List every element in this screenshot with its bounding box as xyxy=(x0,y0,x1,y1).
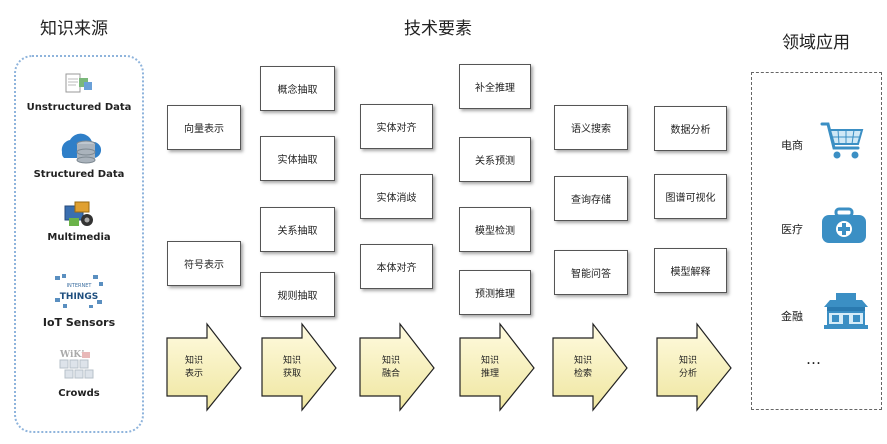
medical-bag-icon xyxy=(822,207,866,243)
item-box: 向量表示 xyxy=(167,105,241,150)
stage-arrow xyxy=(261,322,337,412)
app-label: 医疗 xyxy=(781,223,803,236)
document-icon xyxy=(65,73,92,93)
source-label: Structured Data xyxy=(33,169,125,180)
database-icon xyxy=(61,133,102,164)
stage-label: 知识 获取 xyxy=(282,356,301,379)
iot-icon: INTERNET THINGS xyxy=(55,274,103,308)
item-box: 符号表示 xyxy=(167,241,241,286)
item-box: 模型解释 xyxy=(654,248,727,293)
stage-arrow xyxy=(459,322,535,412)
item-box: 智能问答 xyxy=(554,250,628,295)
item-box: 预测推理 xyxy=(459,270,531,315)
stage-arrow xyxy=(656,322,732,412)
item-box: 模型检测 xyxy=(459,207,531,252)
item-box: 语义搜索 xyxy=(554,105,628,150)
svg-text:WiKi: WiKi xyxy=(59,350,85,360)
apps-heading: 领域应用 xyxy=(782,33,850,53)
app-label: 电商 xyxy=(781,139,803,152)
source-label: Multimedia xyxy=(47,232,111,243)
stage-label: 知识 检索 xyxy=(573,356,592,379)
cart-icon xyxy=(820,122,864,159)
tech-heading: 技术要素 xyxy=(404,19,472,39)
source-label: Unstructured Data xyxy=(26,102,132,113)
stage-label: 知识 推理 xyxy=(480,356,499,379)
knowledge-sources-panel xyxy=(14,55,144,433)
item-box: 规则抽取 xyxy=(260,272,335,317)
stage-arrow xyxy=(359,322,435,412)
stage-arrow xyxy=(166,322,242,412)
svg-text:THINGS: THINGS xyxy=(60,292,98,302)
sources-heading: 知识来源 xyxy=(40,19,108,39)
source-label: Crowds xyxy=(58,388,100,399)
item-box: 实体对齐 xyxy=(360,104,433,149)
item-box: 本体对齐 xyxy=(360,244,433,289)
item-box: 概念抽取 xyxy=(260,66,335,111)
stage-label: 知识 表示 xyxy=(184,356,203,379)
stage-arrow xyxy=(552,322,628,412)
item-box: 关系预测 xyxy=(459,137,531,182)
wiki-icon: WiKi xyxy=(59,350,94,379)
multimedia-icon xyxy=(64,201,93,226)
svg-text:INTERNET: INTERNET xyxy=(67,283,93,289)
item-box: 实体消歧 xyxy=(360,174,433,219)
item-box: 查询存储 xyxy=(554,176,628,221)
domain-applications-panel xyxy=(751,72,882,410)
source-label: IoT Sensors xyxy=(42,316,116,329)
item-box: 数据分析 xyxy=(654,106,727,151)
stage-label: 知识 分析 xyxy=(678,356,697,379)
stage-label: 知识 融合 xyxy=(381,356,400,379)
item-box: 补全推理 xyxy=(459,64,531,109)
more-apps-ellipsis: … xyxy=(806,350,823,368)
app-label: 金融 xyxy=(781,310,803,323)
bank-icon xyxy=(824,293,868,329)
item-box: 图谱可视化 xyxy=(654,174,727,219)
item-box: 实体抽取 xyxy=(260,136,335,181)
item-box: 关系抽取 xyxy=(260,207,335,252)
